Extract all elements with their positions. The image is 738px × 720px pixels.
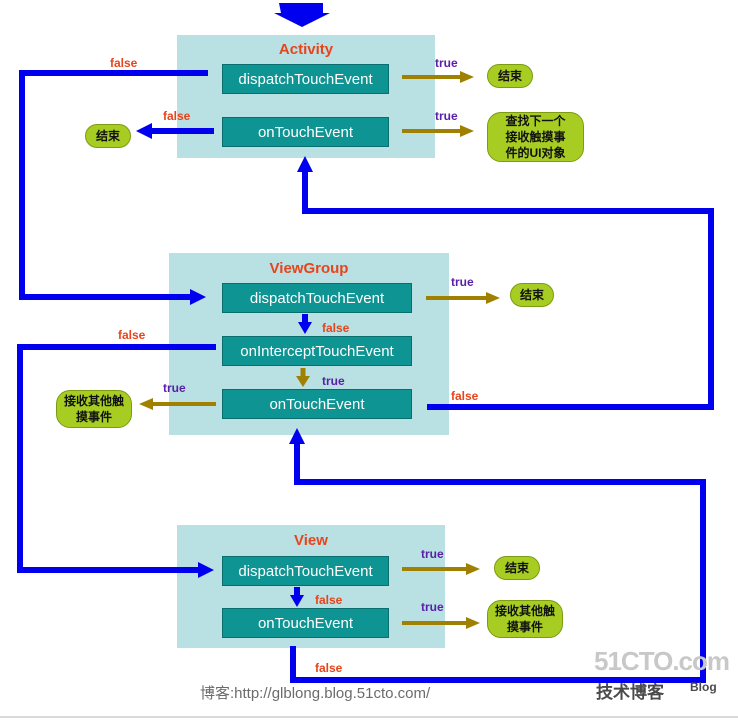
viewgroup-receive-pill: 接收其他触摸事件 — [56, 390, 132, 428]
view-title: View — [294, 532, 328, 549]
viewgroup-intercept-false-arrow — [17, 344, 216, 573]
watermark-blog: Blog — [690, 680, 717, 694]
activity-dispatch-false-label: false — [110, 56, 138, 70]
view-end-pill: 结束 — [494, 556, 540, 580]
view-ontouch-false-arrow — [290, 442, 706, 683]
entry-arrow — [274, 3, 330, 27]
activity-ontouch-false-label: false — [163, 109, 191, 123]
blog-footer: 博客:http://glblong.blog.51cto.com/ — [200, 685, 431, 702]
view-dispatch-false-label: false — [315, 593, 343, 607]
watermark-site: 51CTO.com — [594, 646, 730, 676]
watermark-subtitle: 技术博客 — [596, 683, 664, 703]
viewgroup-ontouch-false-label: false — [451, 389, 479, 403]
view-ontouch-false-label: false — [315, 661, 343, 675]
viewgroup-ontouch-true-label: true — [163, 381, 186, 395]
viewgroup-intercept-true-label: true — [322, 374, 345, 388]
view-ontouch-true-label: true — [421, 600, 444, 614]
activity-dispatch-false-arrow — [19, 70, 208, 300]
activity-next-pill: 查找下一个接收触摸事件的UI对象 — [487, 112, 584, 162]
viewgroup-ontouch-node: onTouchEvent — [222, 389, 412, 419]
watermark-logo: 51CTO.com 技术博客 Blog — [594, 646, 734, 703]
view-dispatch-true-label: true — [421, 547, 444, 561]
view-receive-pill: 接收其他触摸事件 — [487, 600, 563, 638]
activity-dispatch-true-label: true — [435, 56, 458, 70]
viewgroup-dispatch-false-label: false — [322, 321, 350, 335]
view-ontouch-node: onTouchEvent — [222, 608, 389, 638]
activity-dispatch-node: dispatchTouchEvent — [222, 64, 389, 94]
activity-ontouch-node: onTouchEvent — [222, 117, 389, 147]
view-dispatch-node: dispatchTouchEvent — [222, 556, 389, 586]
activity-end-pill: 结束 — [487, 64, 533, 88]
viewgroup-dispatch-true-label: true — [451, 275, 474, 289]
viewgroup-intercept-node: onInterceptTouchEvent — [222, 336, 412, 366]
viewgroup-dispatch-node: dispatchTouchEvent — [222, 283, 412, 313]
viewgroup-title: ViewGroup — [269, 260, 349, 277]
viewgroup-intercept-false-label: false — [118, 328, 146, 342]
activity-title: Activity — [278, 41, 334, 58]
activity-end-left-pill: 结束 — [85, 124, 131, 148]
viewgroup-ontouch-false-arrow — [302, 172, 714, 410]
viewgroup-end-pill: 结束 — [510, 283, 554, 307]
bottom-divider — [0, 716, 738, 718]
activity-ontouch-true-label: true — [435, 109, 458, 123]
